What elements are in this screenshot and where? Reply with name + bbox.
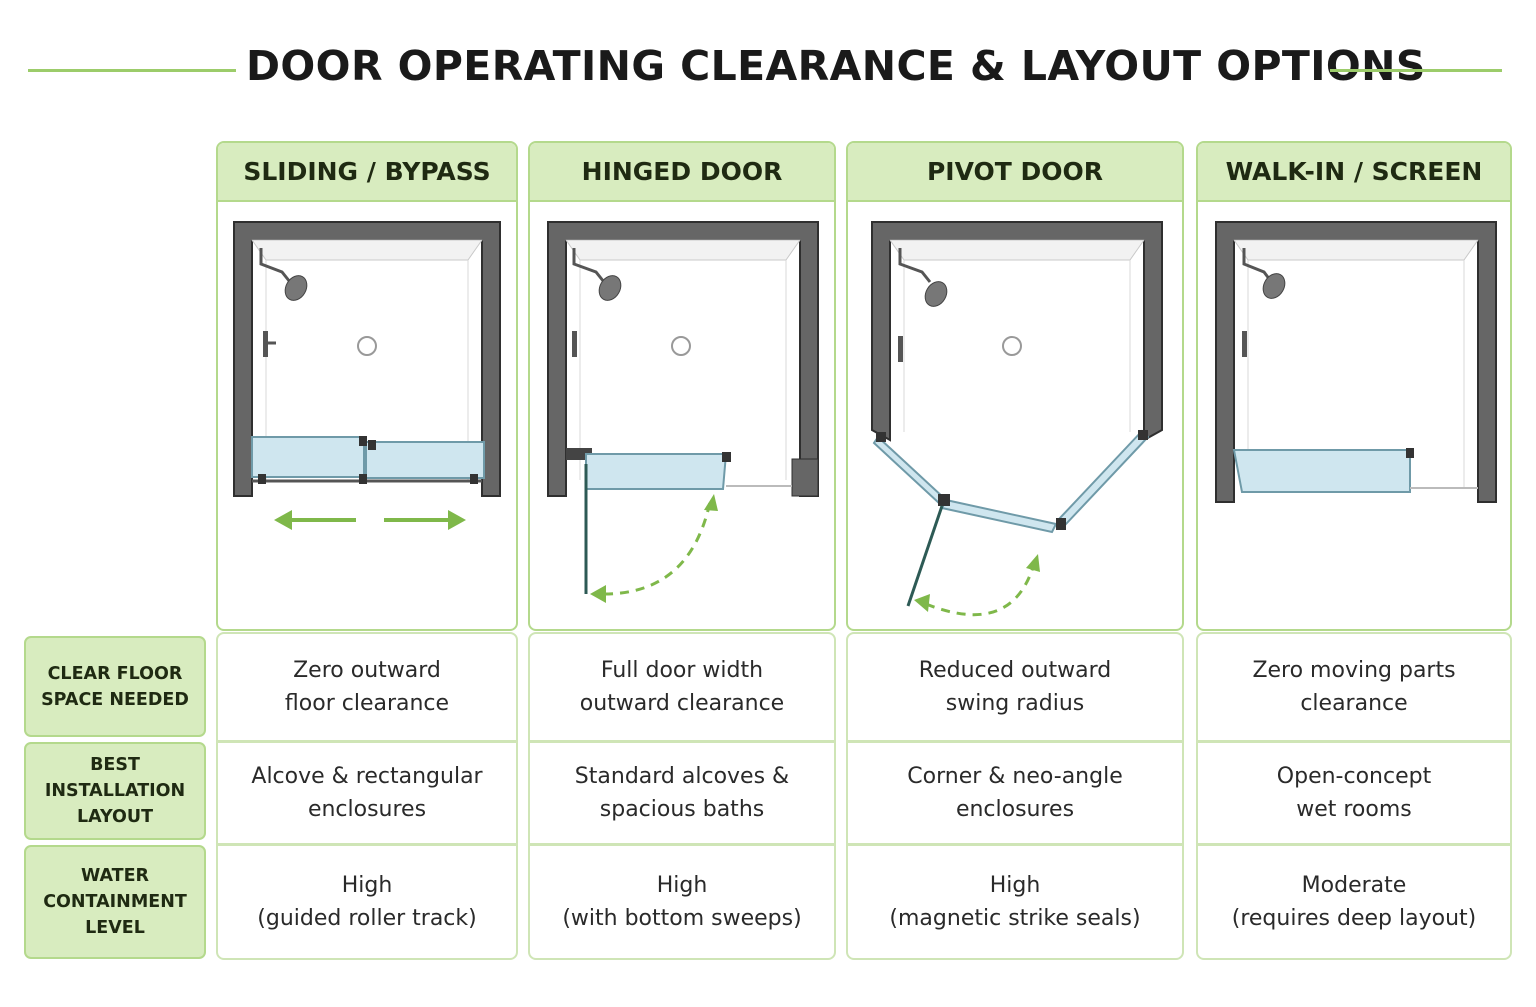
faucet-icon bbox=[263, 331, 276, 357]
shower-head-icon bbox=[1242, 248, 1286, 299]
shower-head-icon bbox=[898, 248, 948, 307]
column-pivot: PIVOT DOOR bbox=[846, 141, 1184, 631]
swing-arrow-icon bbox=[590, 494, 718, 603]
hinged-glass-panel bbox=[566, 448, 792, 594]
cell-clear-floor-walkin: Zero moving parts clearance bbox=[1196, 632, 1512, 742]
faucet-icon bbox=[572, 331, 577, 357]
cell-installation-walkin: Open-concept wet rooms bbox=[1196, 741, 1512, 845]
column-hinged: HINGED DOOR bbox=[528, 141, 836, 631]
drain-icon bbox=[357, 336, 377, 356]
cell-water-hinged: High (with bottom sweeps) bbox=[528, 844, 836, 960]
cell-installation-hinged: Standard alcoves & spacious baths bbox=[528, 741, 836, 845]
cell-water-pivot: High (magnetic strike seals) bbox=[846, 844, 1184, 960]
pivot-layout-diagram bbox=[871, 221, 1163, 617]
column-sliding: SLIDING / BYPASS bbox=[216, 141, 518, 631]
faucet-icon bbox=[1242, 331, 1247, 357]
title-rule-right bbox=[1330, 69, 1502, 72]
title-bar: DOOR OPERATING CLEARANCE & LAYOUT OPTION… bbox=[0, 38, 1536, 102]
row-label-installation: BEST INSTALLATION LAYOUT bbox=[24, 742, 206, 840]
slide-arrow-icon bbox=[274, 510, 466, 530]
cell-clear-floor-sliding: Zero outward floor clearance bbox=[216, 632, 518, 742]
sliding-layout-diagram bbox=[233, 221, 501, 530]
faucet-icon bbox=[898, 336, 903, 362]
column-walkin: WALK-IN / SCREEN bbox=[1196, 141, 1512, 631]
column-header-sliding: SLIDING / BYPASS bbox=[218, 143, 516, 202]
shower-head-icon bbox=[572, 248, 622, 301]
drain-icon bbox=[671, 336, 691, 356]
shower-head-icon bbox=[259, 248, 308, 301]
cell-installation-sliding: Alcove & rectangular enclosures bbox=[216, 741, 518, 845]
sliding-glass-panels bbox=[251, 436, 485, 484]
cell-installation-pivot: Corner & neo-angle enclosures bbox=[846, 741, 1184, 845]
fixed-glass-screen bbox=[1232, 448, 1478, 493]
row-label-water: WATER CONTAINMENT LEVEL bbox=[24, 845, 206, 959]
row-label-clear-floor: CLEAR FLOOR SPACE NEEDED bbox=[24, 636, 206, 737]
swing-arrow-icon bbox=[914, 554, 1040, 617]
column-header-hinged: HINGED DOOR bbox=[530, 143, 834, 202]
column-header-pivot: PIVOT DOOR bbox=[848, 143, 1182, 202]
cell-clear-floor-hinged: Full door width outward clearance bbox=[528, 632, 836, 742]
cell-clear-floor-pivot: Reduced outward swing radius bbox=[846, 632, 1184, 742]
walkin-layout-diagram bbox=[1215, 221, 1497, 503]
cell-water-walkin: Moderate (requires deep layout) bbox=[1196, 844, 1512, 960]
cell-water-sliding: High (guided roller track) bbox=[216, 844, 518, 960]
column-header-walkin: WALK-IN / SCREEN bbox=[1198, 143, 1510, 202]
title-rule-left bbox=[28, 69, 236, 72]
drain-icon bbox=[1002, 336, 1022, 356]
pivot-glass-panels bbox=[872, 429, 1150, 607]
page-title: DOOR OPERATING CLEARANCE & LAYOUT OPTION… bbox=[246, 42, 1426, 90]
hinged-layout-diagram bbox=[547, 221, 819, 603]
